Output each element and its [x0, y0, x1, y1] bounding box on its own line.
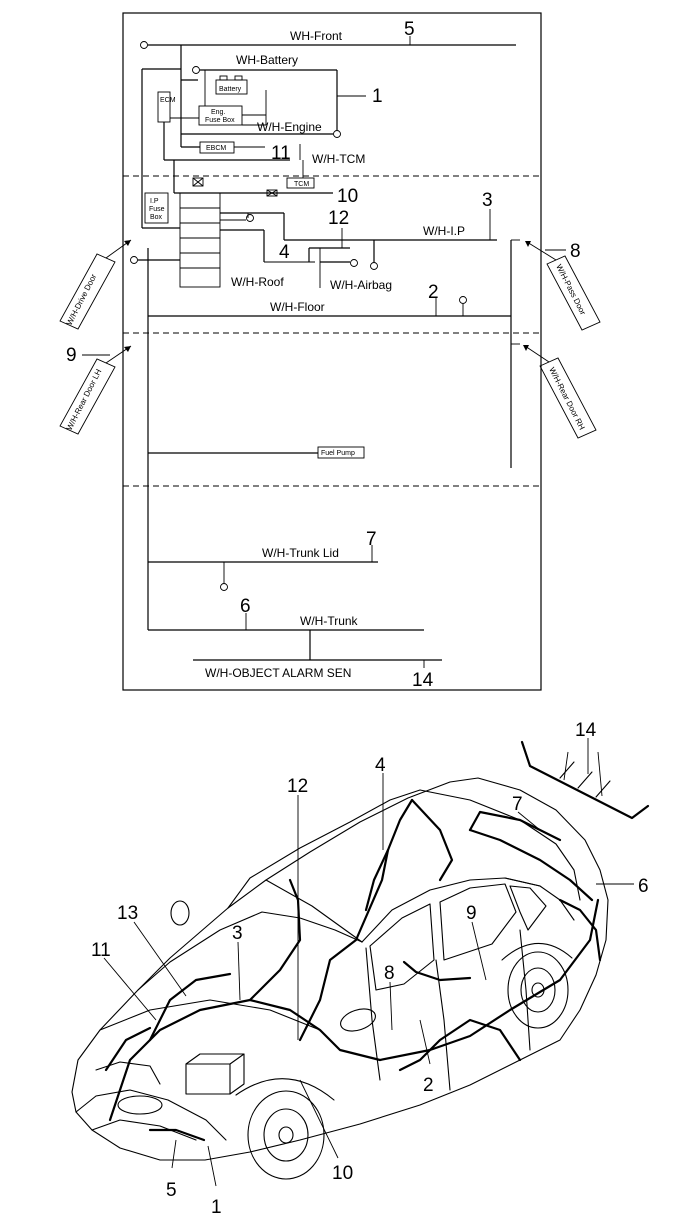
battery-illustration [185, 1063, 231, 1095]
fuel-pump-box [317, 446, 365, 459]
tcm-box [286, 177, 315, 189]
callout-3: 3 [232, 923, 243, 944]
harness-schematic: WH-Front 5 WH-Battery 1 Battery Eng. Fus… [59, 12, 601, 691]
label-wh-object-alarm: W/H-OBJECT ALARM SEN [205, 666, 351, 680]
ip-fuse-box [144, 192, 169, 224]
callout-7: 7 [512, 794, 523, 815]
callout-12: 12 [287, 776, 308, 797]
ref-number-8: 8 [570, 241, 581, 262]
svg-text:I.P: I.P [150, 198, 159, 205]
door-tag-rear-lh: W/H-Rear Door LH 9 [59, 345, 132, 435]
object-alarm-harness [520, 740, 650, 820]
svg-text:W/H-Drive Door: W/H-Drive Door [65, 272, 99, 327]
svg-text:Fuse Box: Fuse Box [205, 117, 235, 124]
label-wh-floor: W/H-Floor [270, 300, 325, 314]
svg-text:Battery: Battery [219, 86, 242, 93]
door-tag-drive: W/H-Drive Door [59, 239, 132, 330]
callout-11: 11 [91, 940, 111, 961]
ref-number-2: 2 [428, 282, 439, 303]
callout-10: 10 [332, 1163, 353, 1184]
callout-6: 6 [638, 876, 649, 897]
svg-text:Fuel Pump: Fuel Pump [321, 450, 355, 457]
schematic-frame [122, 12, 542, 691]
svg-text:Eng.: Eng. [211, 109, 225, 116]
svg-text:Fuse: Fuse [149, 206, 165, 213]
battery-box [215, 79, 248, 95]
ref-number-11: 11 [271, 143, 291, 164]
callout-9: 9 [466, 903, 477, 924]
callout-1: 1 [211, 1197, 222, 1218]
ref-number-10: 10 [337, 186, 358, 207]
ref-number-1: 1 [372, 86, 383, 107]
ref-number-6: 6 [240, 596, 251, 617]
svg-text:Box: Box [150, 214, 163, 221]
label-wh-battery: WH-Battery [236, 53, 298, 67]
harness-routing [104, 798, 602, 1142]
svg-text:ECM: ECM [160, 97, 176, 104]
svg-text:EBCM: EBCM [206, 145, 226, 152]
label-wh-engine: W/H-Engine [257, 120, 322, 134]
ref-number-4: 4 [279, 242, 290, 263]
callout-13: 13 [117, 903, 138, 924]
ref-number-3: 3 [482, 190, 493, 211]
label-wh-roof: W/H-Roof [231, 275, 284, 289]
junction-block [179, 192, 221, 288]
ebcm-box [199, 141, 235, 154]
callout-14: 14 [575, 720, 597, 741]
label-wh-front: WH-Front [290, 29, 343, 43]
vehicle-illustration: 14 4 12 7 6 13 3 9 11 8 2 10 5 1 [71, 720, 650, 1218]
callout-4: 4 [375, 755, 386, 776]
front-wheel [247, 1090, 325, 1180]
label-wh-trunk: W/H-Trunk [300, 614, 359, 628]
ref-number-12: 12 [328, 208, 349, 229]
engine-fuse-box [198, 105, 243, 126]
ref-number-5: 5 [404, 19, 415, 40]
label-wh-trunk-lid: W/H-Trunk Lid [262, 546, 339, 560]
callout-5: 5 [166, 1180, 177, 1201]
svg-text:TCM: TCM [294, 181, 309, 188]
connector-terminal [140, 41, 148, 49]
ref-number-9: 9 [66, 345, 77, 366]
callout-8: 8 [384, 963, 395, 984]
ref-number-7: 7 [366, 529, 377, 550]
ref-number-14: 14 [412, 670, 434, 691]
rear-wheel [507, 951, 569, 1029]
door-tag-rear-rh: W/H-Rear Door RH [523, 345, 597, 439]
callout-2: 2 [423, 1075, 434, 1096]
door-tag-pass: W/H-Pass Door 8 [525, 241, 601, 331]
label-wh-tcm: W/H-TCM [312, 152, 365, 166]
label-wh-ip: W/H-I.P [423, 224, 465, 238]
car-body-outline [71, 777, 609, 1161]
label-wh-airbag: W/H-Airbag [330, 278, 392, 292]
